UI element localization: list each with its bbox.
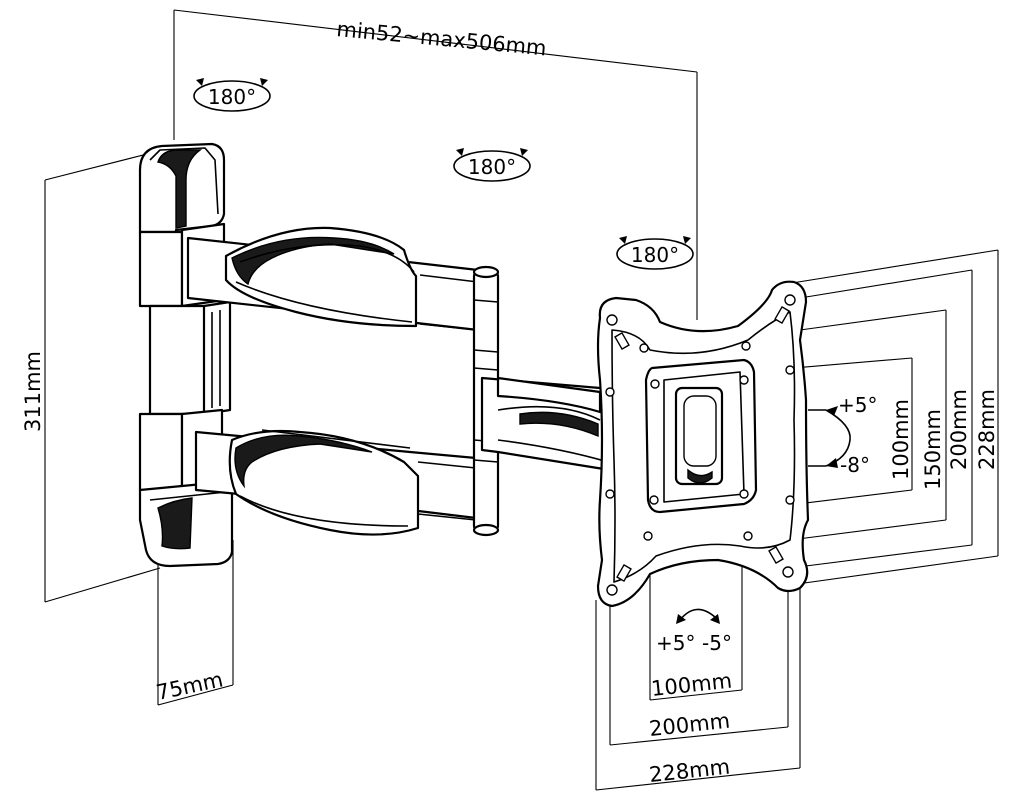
wall-plate-depth-label: 75mm: [154, 667, 225, 705]
vesa-v-150-label: 150mm: [921, 409, 945, 490]
vesa-v-228-label: 228mm: [975, 389, 999, 470]
swivel-right-label: -5°: [702, 631, 732, 655]
tilt-down-label: -8°: [840, 453, 870, 477]
swivel-indicator: +5° -5°: [656, 608, 732, 655]
middle-pivot-rotation: 180°: [453, 148, 531, 182]
vesa-h-228-label: 228mm: [648, 755, 731, 787]
vesa-plate: [596, 280, 810, 608]
wall-pivot-rotation: 180°: [193, 78, 271, 112]
tilt-indicator: +5° -8°: [808, 393, 877, 477]
vesa-v-200-label: 200mm: [947, 389, 971, 470]
vesa-v-100-label: 100mm: [889, 399, 913, 480]
middle-pivot-rotation-label: 180°: [468, 155, 516, 179]
swivel-left-label: +5°: [656, 631, 695, 655]
head-arm: [480, 376, 612, 472]
vesa-h-100-label: 100mm: [650, 669, 733, 701]
wall-pivot-rotation-label: 180°: [208, 85, 256, 109]
wall-plate: [138, 142, 234, 568]
head-pivot-rotation: 180°: [616, 236, 694, 270]
arm-extension-label: min52~max506mm: [336, 17, 548, 60]
tilt-up-label: +5°: [838, 393, 877, 417]
lower-arm: [194, 429, 478, 536]
head-pivot-rotation-label: 180°: [631, 243, 679, 267]
vesa-h-200-label: 200mm: [648, 709, 731, 741]
upper-arm: [186, 226, 480, 332]
wall-plate-height-label: 311mm: [21, 351, 45, 432]
